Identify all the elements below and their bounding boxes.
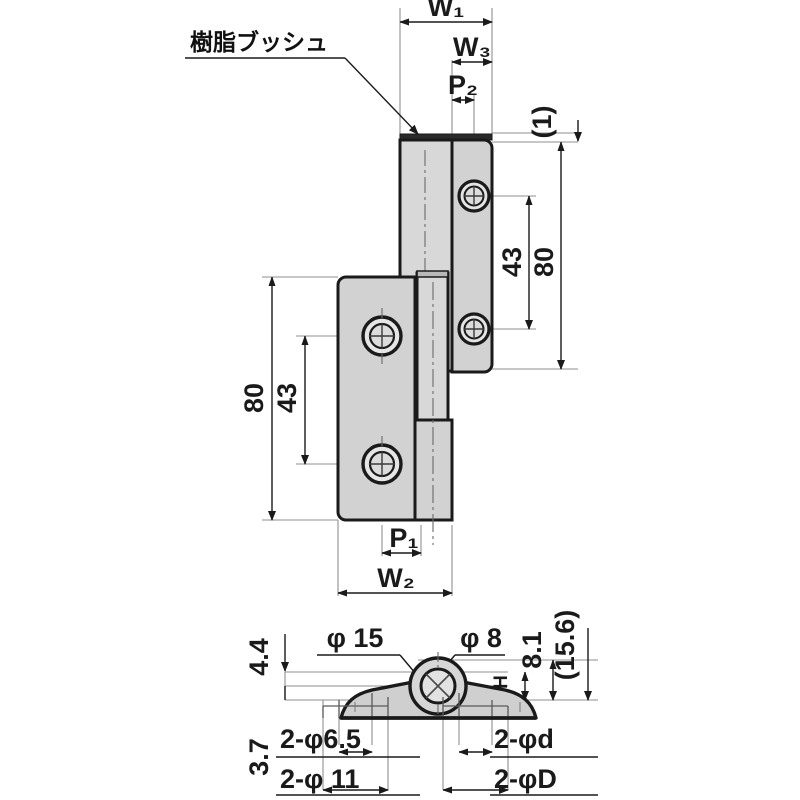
dim-15-6-label: (15.6) [550,610,580,681]
dimension-2phi11: 2-φ 11 [276,764,420,796]
dim-upper80-label: 80 [529,247,559,277]
lower-leaf-hole-bottom [361,436,403,485]
upper-leaf-hole-bottom [457,312,491,346]
front-view-group: W₁ W₃ P₂ 樹脂ブッシュ (1) 80 [185,0,582,596]
dimension-upper-43: 43 [497,196,529,329]
resin-bush-label: 樹脂ブッシュ [190,29,328,56]
dimension-15-6: (15.6) [550,610,592,701]
dimension-gap-1: (1) [527,106,582,142]
dim-2phid-label: 2-φd [494,724,554,754]
dimension-w2: W₂ [338,563,452,593]
annotation-resin-bush: 樹脂ブッシュ [185,29,419,135]
dim-p2-label: P₂ [448,70,478,100]
dim-w1-label: W₁ [428,0,465,22]
dim-p1-label: P₁ [389,523,418,553]
dim-2phi6-5-label: 2-φ6.5 [280,724,361,754]
dimension-phi15: φ 15 [317,623,422,681]
dim-w3-label: W₃ [453,32,491,62]
dimension-lower-80: 80 [239,277,272,520]
dimension-2phid: 2-φd [459,724,598,758]
dim-phi15-label: φ 15 [327,623,384,653]
dimension-3-7: 3.7 [244,686,286,776]
dimension-p2: P₂ [448,70,478,100]
dimension-p1: P₁ [382,523,421,553]
dim-4-4-label: 4.4 [244,638,274,676]
upper-leaf-hole-top [457,179,491,213]
dimension-w3: W₃ [452,32,492,62]
dim-upper43-label: 43 [497,247,527,277]
dim-lower80-label: 80 [239,383,269,413]
dim-w2-label: W₂ [377,563,414,593]
dimension-2phi6-5: 2-φ6.5 [276,724,420,758]
dimension-4-4: 4.4 [244,634,289,676]
lower-hinge-leaf [336,270,454,545]
dimension-lower-43: 43 [272,336,305,464]
dim-h-label: H [491,675,512,689]
dim-lower43-label: 43 [272,383,302,413]
dim-3-7-label: 3.7 [244,738,274,776]
dimension-2phiD: 2-φD [443,764,598,796]
section-profile [322,652,538,722]
dimension-8-1: 8.1 [517,631,553,700]
dimension-h: H [491,672,525,700]
dimension-upper-80: 80 [529,142,561,369]
dimension-w1: W₁ [400,0,492,22]
dim-gap1-label: (1) [527,106,557,139]
lower-leaf-hole-top [361,308,403,364]
dim-phi8-label: φ 8 [460,623,502,653]
dim-8-1-label: 8.1 [517,631,547,669]
section-view-group: 4.4 3.7 φ 15 φ 8 H 8.1 [244,610,598,796]
